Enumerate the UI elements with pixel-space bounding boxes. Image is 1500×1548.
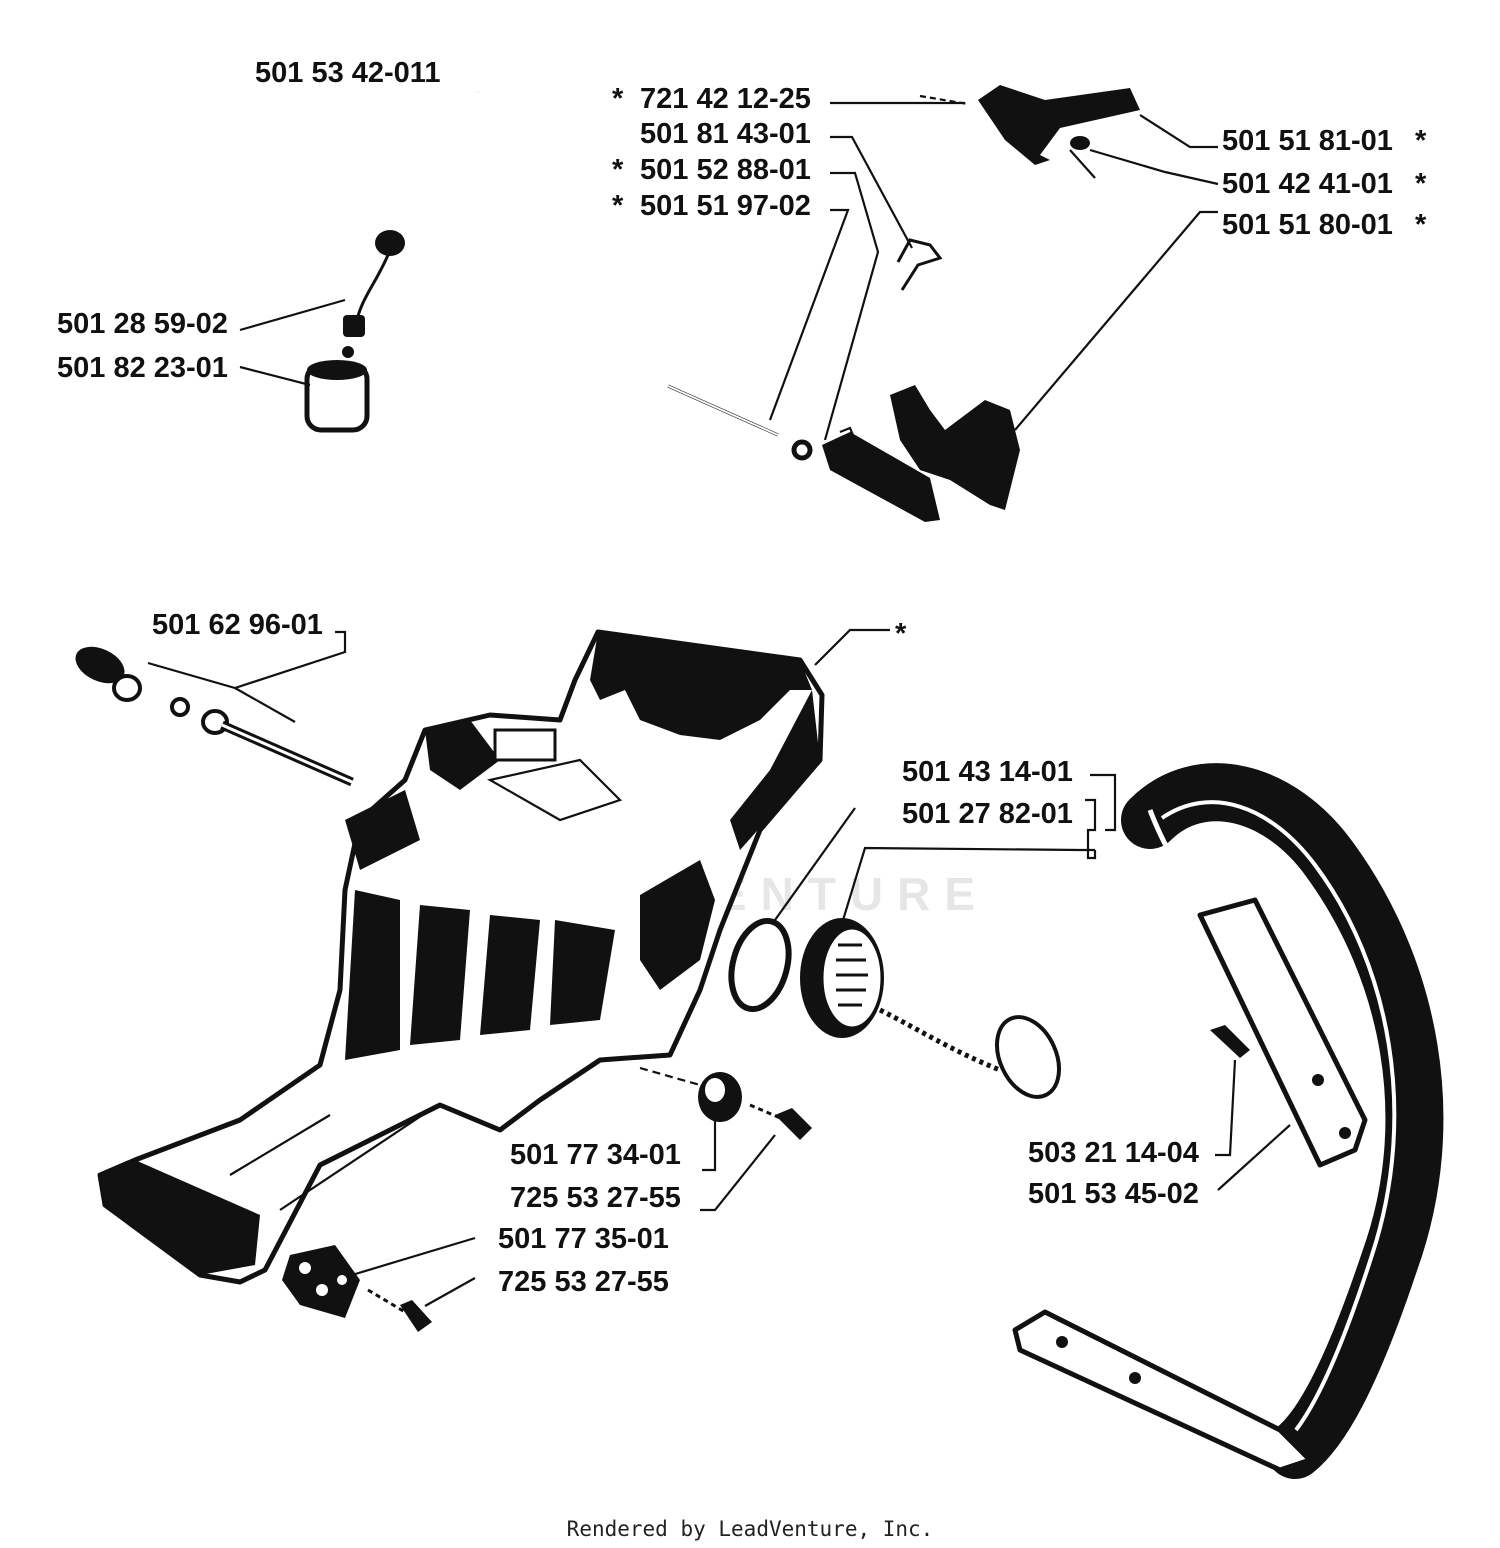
asterisk-housing: * xyxy=(895,618,907,650)
label-503-21-14-04: 503 21 14-04 xyxy=(1028,1137,1199,1169)
footer-credit: Rendered by LeadVenture, Inc. xyxy=(567,1517,934,1541)
part-labels: 501 53 42-011 501 28 59-02 501 82 23-01 … xyxy=(57,57,1427,1298)
asterisk-501-42-41-01: * xyxy=(1415,168,1427,200)
trigger-assembly-part xyxy=(667,85,1140,522)
handle-housing-part xyxy=(97,629,825,1285)
rod-part xyxy=(75,646,354,787)
label-725-53-27-55-upper: 725 53 27-55 xyxy=(510,1182,681,1214)
fuel-cap-part xyxy=(800,918,1061,1099)
av-element-upper-part xyxy=(639,1066,812,1140)
label-501-52-88-01: 501 52 88-01 xyxy=(640,154,811,186)
label-501-51-97-02: 501 51 97-02 xyxy=(640,190,811,222)
label-501-51-80-01: 501 51 80-01 xyxy=(1222,209,1393,241)
label-501-77-35-01: 501 77 35-01 xyxy=(498,1223,669,1255)
av-element-lower-part xyxy=(282,1245,432,1332)
label-721-42-12-25: 721 42 12-25 xyxy=(640,83,811,115)
asterisk-501-51-80-01: * xyxy=(1415,209,1427,241)
label-501-82-23-01: 501 82 23-01 xyxy=(57,352,228,384)
label-501-43-14-01: 501 43 14-01 xyxy=(902,756,1073,788)
label-501-42-41-01: 501 42 41-01 xyxy=(1222,168,1393,200)
asterisk-501-51-97-02: * xyxy=(612,190,624,222)
label-501-62-96-01: 501 62 96-01 xyxy=(152,609,323,641)
gasket-ring-part xyxy=(728,917,792,1013)
leader-lines xyxy=(147,101,1291,1307)
label-725-53-27-55-lower: 725 53 27-55 xyxy=(498,1266,669,1298)
asterisk-501-51-81-01: * xyxy=(1415,125,1427,157)
label-501-51-81-01: 501 51 81-01 xyxy=(1222,125,1393,157)
asterisk-501-52-88-01: * xyxy=(612,154,624,186)
label-501-81-43-01: 501 81 43-01 xyxy=(640,118,811,150)
label-501-28-59-02: 501 28 59-02 xyxy=(57,308,228,340)
label-501-27-82-01: 501 27 82-01 xyxy=(902,798,1073,830)
fuel-hose-part xyxy=(342,91,480,358)
fuel-filter-part xyxy=(304,360,370,433)
label-501-77-34-01: 501 77 34-01 xyxy=(510,1139,681,1171)
label-501-53-45-02: 501 53 45-02 xyxy=(1028,1178,1199,1210)
front-handle-part xyxy=(1012,763,1444,1479)
label-501-53-42-011: 501 53 42-011 xyxy=(255,57,440,89)
asterisk-721-42-12-25: * xyxy=(612,83,624,115)
